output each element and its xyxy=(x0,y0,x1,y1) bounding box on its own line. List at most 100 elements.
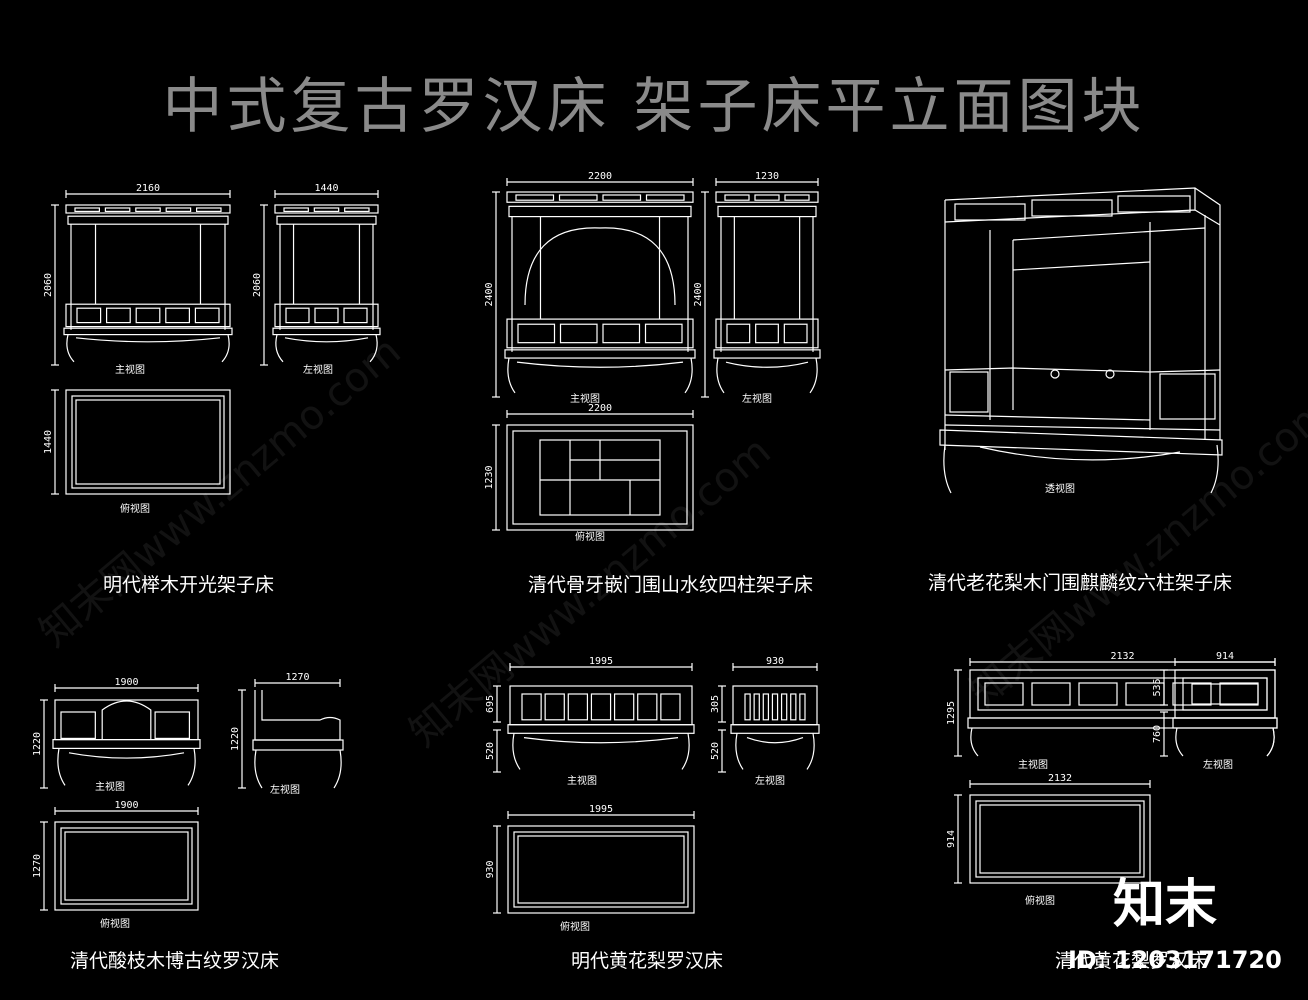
dimension-label: 2060 xyxy=(252,273,263,297)
dimension-label: 1230 xyxy=(755,171,779,182)
view-label: 俯视图 xyxy=(120,502,150,515)
dimension-line xyxy=(1160,711,1168,757)
dimension-label: 1900 xyxy=(114,677,138,688)
dimension-line xyxy=(732,663,818,671)
dimension-line xyxy=(238,689,246,789)
dimension-label: 2400 xyxy=(484,282,495,306)
bed-4-front-elevation xyxy=(52,699,201,786)
dimension-label: 695 xyxy=(485,695,496,713)
bed-4-side-elevation xyxy=(252,690,344,789)
bed-5-side-elevation xyxy=(730,685,820,770)
dimension-line xyxy=(493,729,501,773)
bed-5-plan xyxy=(507,825,695,914)
caption-bed-4: 清代酸枝木博古纹罗汉床 xyxy=(70,950,280,972)
dimension-line xyxy=(65,190,231,198)
dimension-label: 1220 xyxy=(32,732,43,756)
dimension-label: 2132 xyxy=(1110,651,1134,662)
view-label: 俯视图 xyxy=(560,920,590,933)
view-label: 左视图 xyxy=(755,774,785,787)
view-label: 透视图 xyxy=(1045,482,1075,495)
dimension-label: 1995 xyxy=(589,804,613,815)
view-label: 俯视图 xyxy=(100,917,130,930)
bed-6-plan xyxy=(969,794,1151,884)
dimension-label: 914 xyxy=(946,830,957,848)
bed-4-plan xyxy=(54,821,199,911)
dimension-label: 1900 xyxy=(114,800,138,811)
dimension-label: 1440 xyxy=(314,183,338,194)
dimension-line xyxy=(493,685,501,723)
bed-1-front-elevation xyxy=(63,204,233,363)
dimension-label: 1220 xyxy=(230,727,241,751)
bed-1-side-elevation xyxy=(272,204,381,363)
dimension-label: 305 xyxy=(710,695,721,713)
bed-3-perspective xyxy=(939,187,1223,494)
dimension-label: 1230 xyxy=(484,465,495,489)
dimension-line xyxy=(509,663,693,671)
view-label: 主视图 xyxy=(570,392,600,405)
dimension-label: 930 xyxy=(766,656,784,667)
bed-2-front-elevation xyxy=(504,191,696,394)
caption-bed-3: 清代老花梨木门围麒麟纹六柱架子床 xyxy=(928,572,1233,594)
caption-bed-2: 清代骨牙嵌门围山水纹四柱架子床 xyxy=(528,574,814,596)
dimension-line xyxy=(715,178,819,186)
dimension-line xyxy=(492,424,500,531)
bed-2-side-elevation xyxy=(713,191,821,394)
moon-gate-arch xyxy=(524,227,676,306)
dimension-label: 2160 xyxy=(136,183,160,194)
dimension-label: 1295 xyxy=(946,701,957,725)
view-label: 左视图 xyxy=(270,783,300,796)
image-id: ID: 1203171720 xyxy=(1068,946,1282,974)
dimension-line xyxy=(492,191,500,398)
dimension-label: 760 xyxy=(1152,725,1163,743)
dimension-line xyxy=(507,811,695,819)
bed-2-plan xyxy=(506,424,694,531)
dimension-line xyxy=(506,178,694,186)
caption-bed-5: 明代黄花梨罗汉床 xyxy=(571,950,724,972)
dimension-label: 2060 xyxy=(43,273,54,297)
dimension-line xyxy=(1160,669,1168,706)
caption-bed-6: 清代黄花梨罗汉床 xyxy=(1055,950,1208,972)
dimension-line xyxy=(51,204,59,366)
bed-6-side-elevation xyxy=(1172,669,1278,757)
bed-5-front-elevation xyxy=(507,685,695,770)
view-label: 主视图 xyxy=(95,780,125,793)
dimension-line xyxy=(954,794,962,884)
dimension-line xyxy=(51,389,59,495)
brand-logo: 知末 xyxy=(1113,875,1218,935)
dimension-line xyxy=(718,685,726,723)
view-label: 左视图 xyxy=(1203,758,1233,771)
bed-1-plan xyxy=(65,389,231,495)
view-label: 主视图 xyxy=(115,363,145,376)
dimension-label: 520 xyxy=(485,742,496,760)
dimension-line xyxy=(274,190,379,198)
view-label: 左视图 xyxy=(742,392,772,405)
dimension-label: 520 xyxy=(710,742,721,760)
dimension-label: 535 xyxy=(1152,678,1163,696)
dimension-line xyxy=(260,204,268,366)
dimension-label: 2200 xyxy=(588,171,612,182)
dimension-line xyxy=(54,807,199,815)
dimension-label: 1995 xyxy=(589,656,613,667)
dimension-line xyxy=(1174,658,1276,666)
dimension-line xyxy=(493,825,501,914)
view-label: 主视图 xyxy=(1018,758,1048,771)
view-label: 俯视图 xyxy=(575,530,605,543)
dimension-line xyxy=(254,679,341,687)
dimension-line xyxy=(54,684,199,692)
dimension-line xyxy=(969,780,1151,788)
dimension-line xyxy=(718,729,726,773)
dimension-label: 1270 xyxy=(285,672,309,683)
dimension-label: 930 xyxy=(485,860,496,878)
dimension-label: 1440 xyxy=(43,430,54,454)
view-label: 左视图 xyxy=(303,363,333,376)
view-label: 俯视图 xyxy=(1025,894,1055,907)
dimension-label: 2132 xyxy=(1048,773,1072,784)
dimension-label: 914 xyxy=(1216,651,1234,662)
page-title: 中式复古罗汉床 架子床平立面图块 xyxy=(162,72,1146,142)
dimension-label: 1270 xyxy=(32,854,43,878)
dimension-line xyxy=(506,410,694,418)
dimension-line xyxy=(954,669,962,757)
dimension-label: 2400 xyxy=(693,282,704,306)
view-label: 主视图 xyxy=(567,774,597,787)
